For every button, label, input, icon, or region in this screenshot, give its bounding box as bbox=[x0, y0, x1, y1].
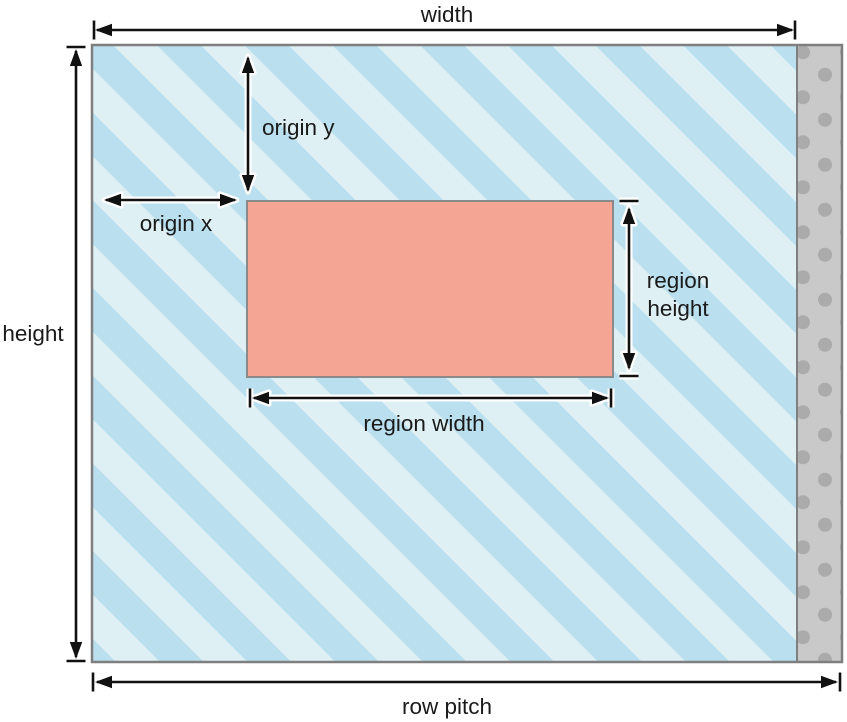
arrowhead bbox=[241, 56, 255, 73]
region-rect bbox=[246, 200, 614, 378]
arrowhead bbox=[69, 642, 83, 659]
width-dimension-arrow bbox=[90, 20, 799, 40]
arrowhead bbox=[220, 193, 237, 207]
row-pitch-label: row pitch bbox=[402, 694, 492, 719]
region-height-label-line2: height bbox=[647, 296, 709, 321]
origin-x-dimension-arrow bbox=[101, 191, 240, 209]
row-pitch-dimension-arrow bbox=[89, 672, 844, 692]
arrowhead bbox=[95, 23, 112, 37]
arrowhead bbox=[622, 353, 636, 370]
height-label: height bbox=[2, 321, 64, 346]
origin-y-dimension-arrow bbox=[239, 53, 257, 195]
arrowhead bbox=[252, 391, 269, 405]
arrowhead bbox=[95, 675, 112, 689]
origin-y-label: origin y bbox=[262, 115, 335, 140]
region-height-label-line1: region bbox=[647, 268, 710, 293]
arrowhead bbox=[777, 23, 794, 37]
frame-border bbox=[90, 43, 844, 664]
height-dimension-arrow bbox=[66, 43, 86, 665]
region-height-dimension-arrow bbox=[619, 197, 639, 380]
dimension-arrows-layer bbox=[66, 20, 844, 692]
region-width-dimension-arrow bbox=[246, 388, 615, 408]
arrowhead bbox=[69, 49, 83, 66]
arrowhead bbox=[592, 391, 609, 405]
arrowhead bbox=[821, 675, 838, 689]
width-label: width bbox=[420, 2, 474, 27]
arrowhead bbox=[241, 175, 255, 192]
arrowhead bbox=[622, 207, 636, 224]
region-width-label: region width bbox=[363, 411, 484, 436]
origin-x-label: origin x bbox=[140, 211, 213, 236]
padding-strip-dotted bbox=[796, 44, 843, 663]
arrowhead bbox=[104, 193, 121, 207]
